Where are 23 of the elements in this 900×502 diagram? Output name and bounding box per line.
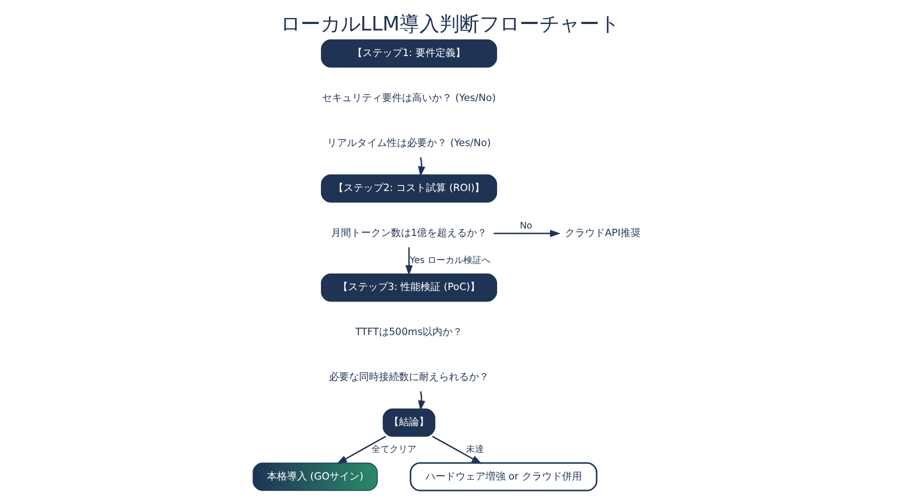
node-box: 【ステップ3: 性能検証 (PoC)】 bbox=[320, 274, 498, 302]
arrow bbox=[405, 247, 413, 276]
edge-label: No bbox=[520, 222, 532, 232]
node-text: セキュリティ要件は高いか？ (Yes/No) bbox=[322, 93, 496, 104]
node-box: 【ステップ2: コスト試算 (ROI)】 bbox=[320, 174, 498, 203]
node-text: 月間トークン数は1億を超えるか？ bbox=[330, 228, 488, 240]
node-text: クラウドAPI推奨 bbox=[564, 228, 641, 240]
diagram-title: ローカルLLM導入判断フローチャート bbox=[280, 12, 620, 36]
node-box: ハードウェア増強 or クラウド併用 bbox=[410, 462, 598, 492]
arrow bbox=[432, 436, 482, 464]
edge-label: 全てクリア bbox=[372, 445, 417, 456]
node-box: 本格導入 (GOサイン) bbox=[252, 462, 378, 491]
edge-label: Yes ローカル検証へ bbox=[410, 256, 491, 266]
arrow bbox=[418, 391, 426, 411]
node-text: リアルタイム性は必要か？ (Yes/No) bbox=[327, 138, 491, 150]
node-text: TTFTは500ms以内か？ bbox=[355, 327, 463, 338]
edge-label: 未達 bbox=[466, 445, 484, 456]
arrow bbox=[336, 436, 386, 464]
node-box: 【結論】 bbox=[382, 408, 436, 437]
node-box: 【ステップ1: 要件定義】 bbox=[320, 39, 498, 68]
node-text: 必要な同時接続数に耐えられるか？ bbox=[329, 372, 490, 384]
arrow bbox=[418, 157, 426, 177]
arrow bbox=[494, 230, 560, 238]
